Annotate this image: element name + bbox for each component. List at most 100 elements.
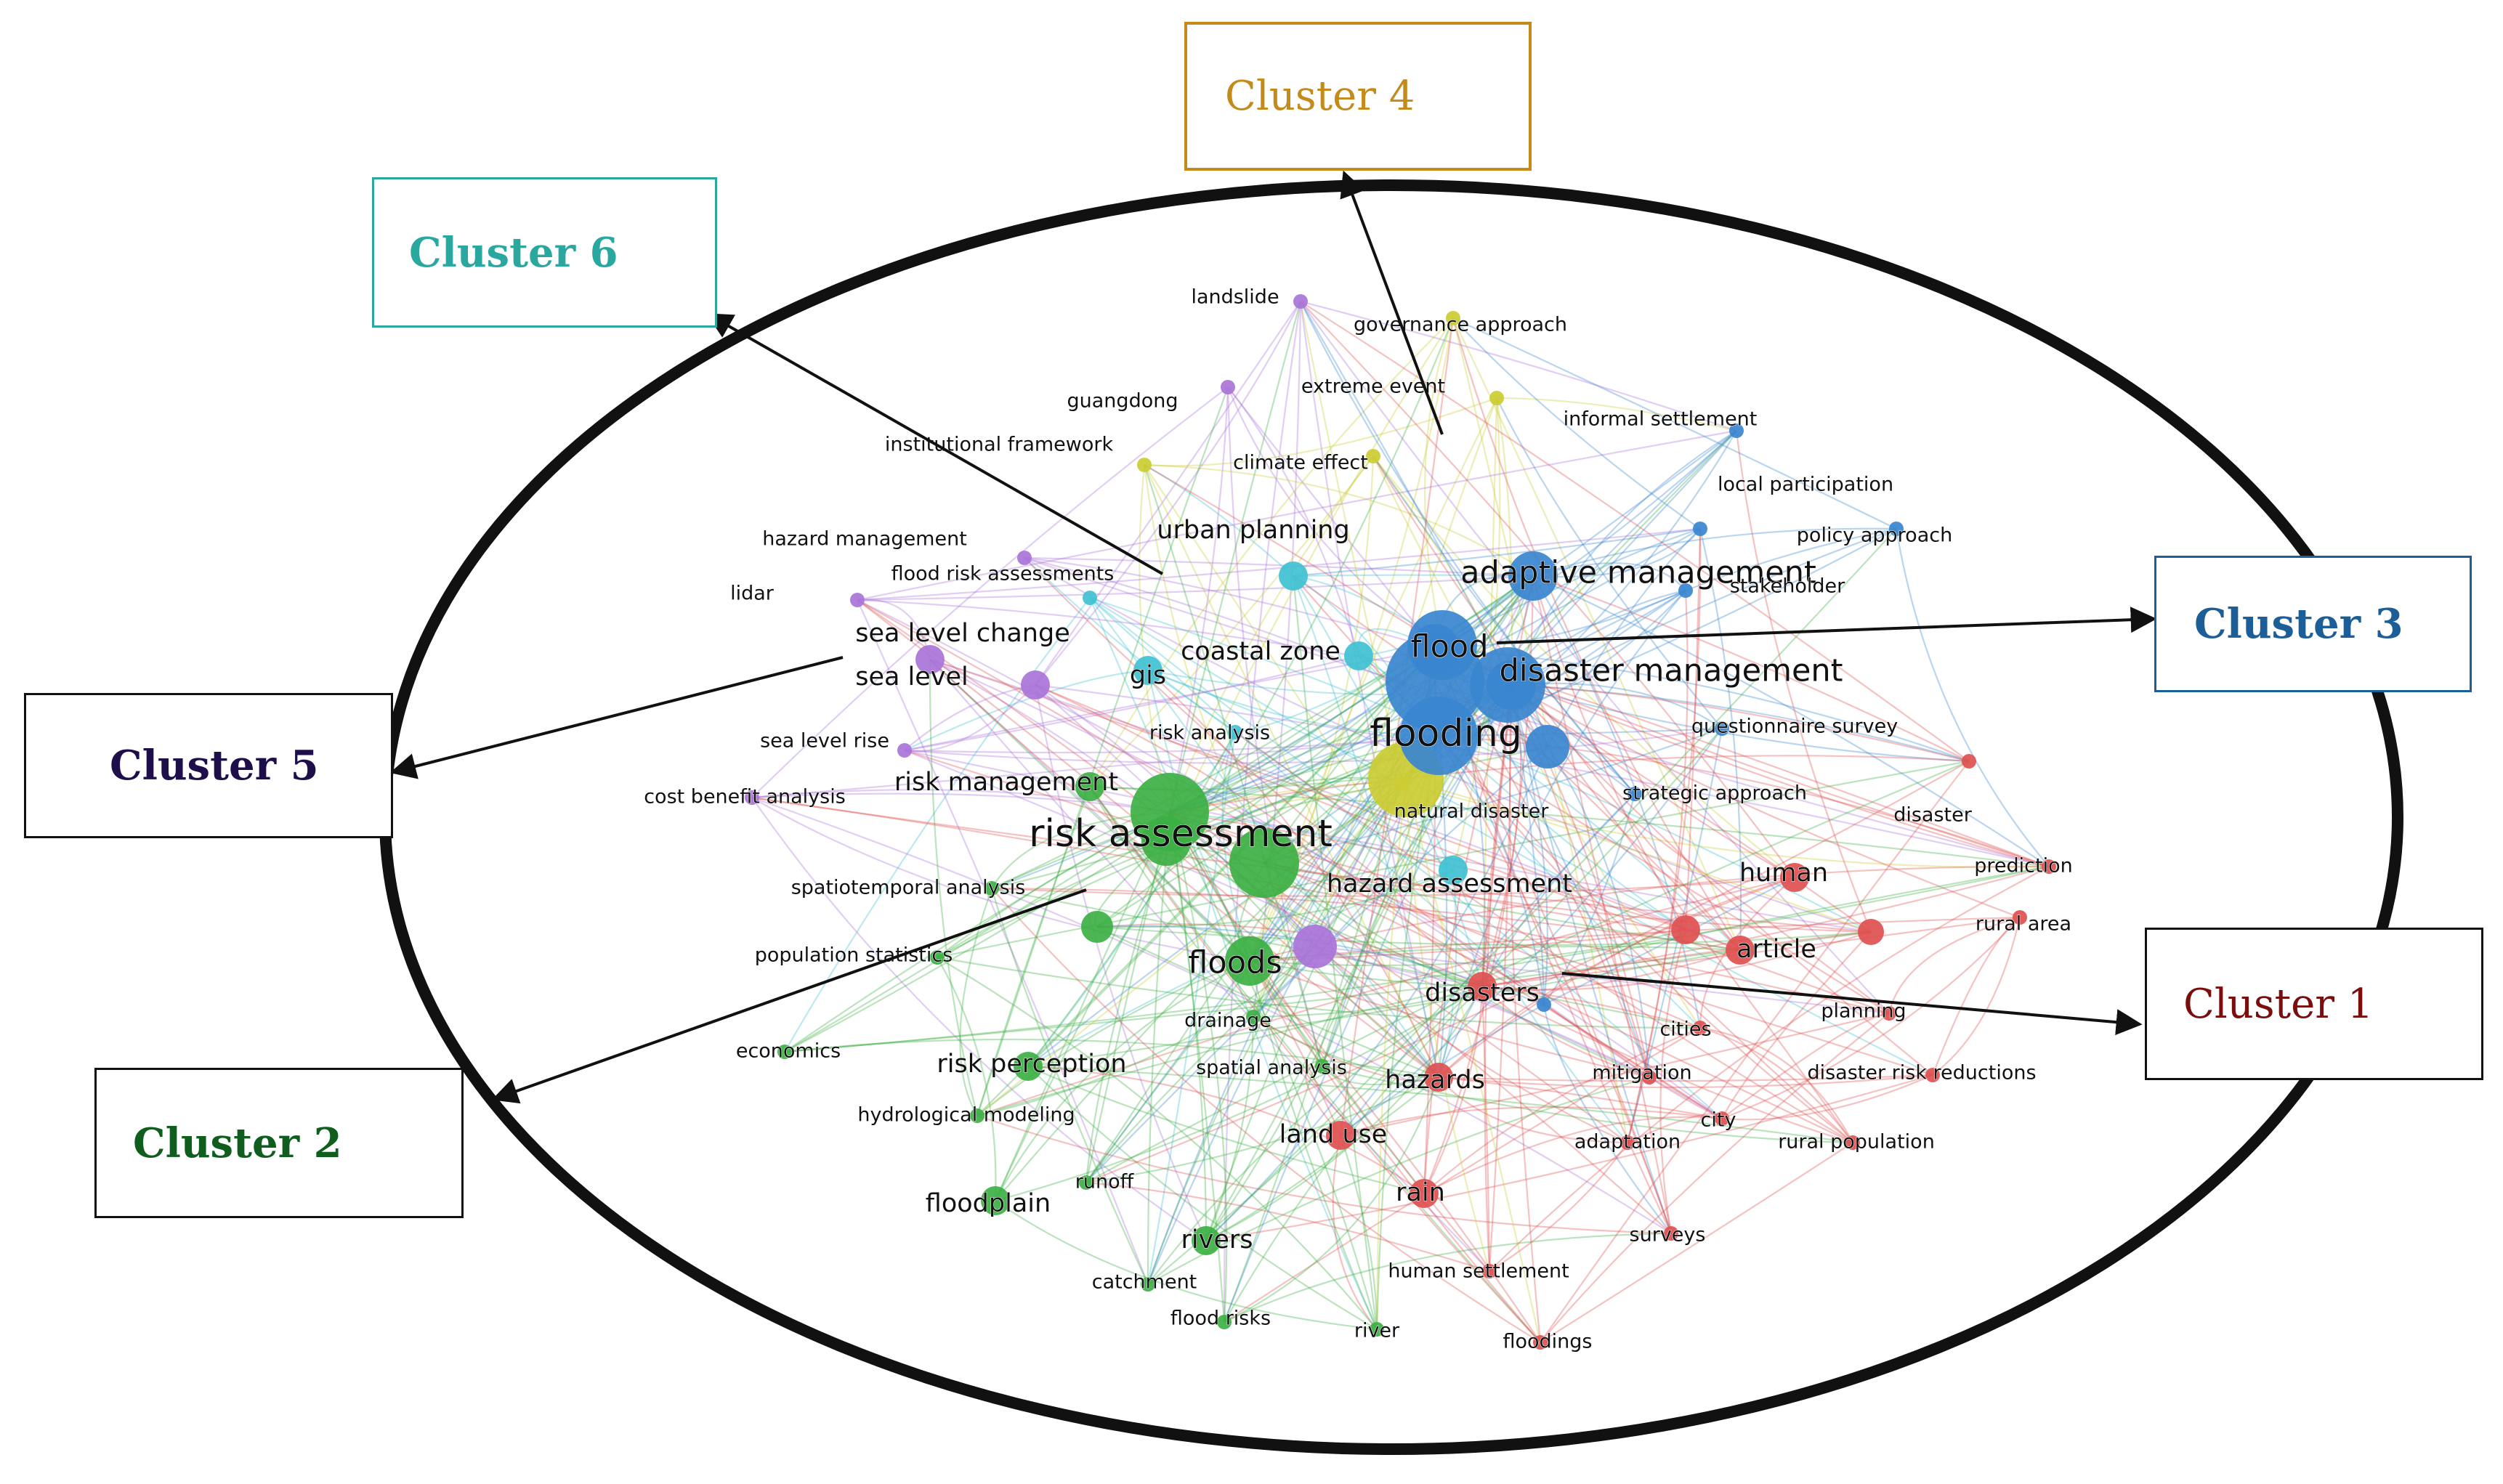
- network-node: [930, 950, 945, 965]
- network-link: [1699, 1026, 1853, 1143]
- term-label: lidar: [730, 583, 775, 605]
- term-label: drainage: [1184, 1010, 1271, 1032]
- network-link: [1096, 575, 1534, 928]
- network-node: [1228, 725, 1242, 739]
- network-node: [1962, 754, 1976, 769]
- term-label: flooding: [1370, 712, 1522, 755]
- network-link: [1249, 960, 1342, 1136]
- network-link: [784, 648, 1436, 1053]
- network-link: [1721, 1012, 1890, 1119]
- network-link: [1139, 464, 1171, 813]
- network-link: [1089, 455, 1374, 787]
- network-node: [1315, 1059, 1330, 1074]
- network-link: [1089, 786, 1250, 962]
- network-link: [1263, 861, 1872, 933]
- network-node: [1221, 380, 1235, 394]
- network-link: [1147, 735, 1439, 1285]
- network-link: [1488, 684, 1513, 1272]
- network-node: [1620, 1135, 1635, 1150]
- network-link: [1375, 779, 1407, 1330]
- network-link: [751, 792, 1170, 814]
- network-link: [1438, 735, 1853, 1143]
- network-link: [1252, 301, 1302, 1018]
- network-link: [1437, 590, 1686, 1078]
- network-link: [929, 659, 1250, 962]
- network-link: [1165, 575, 1534, 843]
- term-label: natural disaster: [1394, 800, 1550, 823]
- network-link: [1532, 528, 1701, 578]
- network-node: [1017, 551, 1032, 565]
- term-label: hydrological modeling: [857, 1104, 1075, 1127]
- term-label: rain: [1396, 1178, 1445, 1207]
- network-link: [1511, 684, 1970, 763]
- network-node: [1229, 828, 1299, 898]
- term-label: gis: [1130, 661, 1166, 690]
- network-node: [1370, 1322, 1384, 1337]
- network-link: [976, 865, 2050, 1117]
- network-link: [1168, 455, 1374, 813]
- network-node: [1410, 1179, 1439, 1208]
- network-link: [1543, 793, 1636, 1005]
- cluster-6-arrow: [705, 313, 1163, 575]
- network-link: [1144, 464, 1483, 987]
- cluster-2-arrow: [491, 888, 1087, 1104]
- network-link: [1300, 301, 1890, 1014]
- network-node: [1141, 1277, 1155, 1292]
- network-link: [1234, 731, 1853, 1143]
- network-node: [1014, 1052, 1043, 1081]
- network-link: [1024, 557, 1236, 733]
- network-link: [1532, 575, 1970, 762]
- cluster-2-label: Cluster 2: [133, 1119, 342, 1167]
- network-link: [1452, 397, 1501, 871]
- network-node: [1279, 561, 1308, 591]
- cluster-1-label-box: Cluster 1: [2145, 928, 2483, 1080]
- network-link: [1168, 386, 1229, 813]
- term-label: disaster: [1893, 804, 1973, 827]
- network-link: [994, 811, 1171, 1201]
- network-link: [751, 797, 1250, 962]
- network-link: [1532, 575, 1686, 930]
- network-link: [990, 888, 1149, 1285]
- network-link: [937, 956, 1701, 1029]
- network-link: [784, 1038, 1439, 1079]
- network-link: [1684, 528, 1702, 930]
- network-node: [1021, 670, 1050, 700]
- network-link: [1249, 960, 1541, 1343]
- network-link: [1089, 317, 1454, 787]
- term-label: economics: [736, 1040, 841, 1063]
- network-link: [1293, 527, 1701, 577]
- network-link: [991, 876, 1795, 897]
- network-link: [976, 786, 1091, 1116]
- network-link: [1293, 574, 1534, 577]
- cluster-5-arrow: [389, 656, 844, 779]
- network-link: [991, 887, 1741, 952]
- network-link: [1293, 575, 1853, 1143]
- network-link: [1481, 930, 1872, 988]
- term-label: climate effect: [1233, 452, 1368, 474]
- network-link: [1089, 597, 1454, 871]
- network-link: [1434, 430, 1737, 649]
- network-link: [1510, 684, 1545, 1005]
- network-link: [1507, 684, 1795, 878]
- network-node: [1079, 1175, 1093, 1190]
- network-link: [1438, 876, 1795, 1078]
- network-link: [1511, 684, 1933, 1076]
- term-label: local participation: [1718, 474, 1893, 496]
- cluster-4-label: Cluster 4: [1225, 73, 1415, 120]
- term-label: hazards: [1385, 1066, 1485, 1095]
- network-link: [976, 960, 1250, 1116]
- cluster-6-label-box: Cluster 6: [372, 177, 717, 328]
- term-label: sea level: [855, 662, 969, 692]
- network-node: [1366, 449, 1380, 463]
- network-link: [751, 796, 1890, 1015]
- network-link: [1096, 869, 1454, 928]
- network-node: [1487, 660, 1536, 710]
- network-link: [1481, 986, 1853, 1144]
- term-label: rural area: [1976, 913, 2071, 936]
- term-label: governance approach: [1354, 314, 1567, 336]
- network-node: [1468, 972, 1497, 1001]
- network-node: [850, 593, 865, 607]
- network-link: [1027, 731, 1237, 1067]
